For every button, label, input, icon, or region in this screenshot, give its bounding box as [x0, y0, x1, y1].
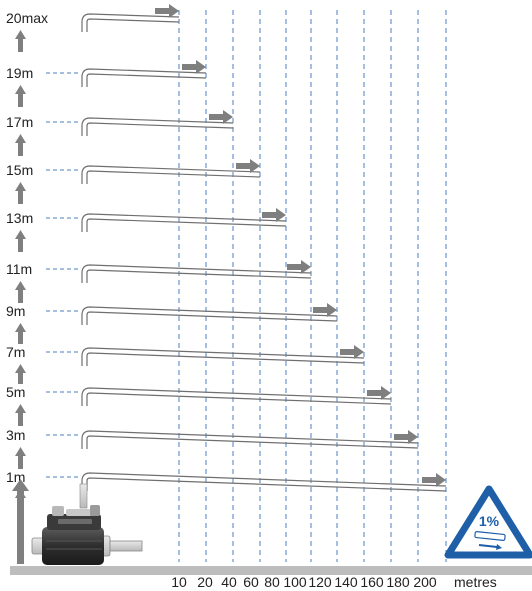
height-label: 13m: [6, 210, 33, 226]
pipe-outline-top: [81, 306, 338, 325]
distance-tick-label: 80: [264, 574, 280, 590]
height-axis-arrow: [12, 479, 29, 564]
height-label: 19m: [6, 65, 33, 81]
pipe-outline-top: [81, 117, 234, 136]
pipe-outline-bottom: [86, 311, 338, 325]
height-step-arrow: [15, 230, 26, 239]
height-step-arrow: [15, 281, 26, 290]
height-step-arrow: [15, 364, 26, 373]
height-row: 19m: [6, 60, 207, 107]
pipe-outline-top: [81, 13, 180, 32]
distance-tick-label: 40: [221, 574, 237, 590]
pipe-outline-bottom: [86, 122, 234, 136]
height-step-arrow-shaft: [18, 39, 23, 52]
height-row: 11m: [6, 260, 312, 303]
distance-unit-label: metres: [454, 574, 497, 590]
pipe-outline-bottom: [86, 73, 207, 87]
distance-tick-label: 180: [386, 574, 410, 590]
distance-grid: [178, 10, 447, 562]
height-step-arrow-shaft: [18, 239, 23, 252]
pipe-outline-top: [81, 213, 287, 232]
height-step-arrow-shaft: [18, 143, 23, 156]
height-label: 7m: [6, 344, 25, 360]
pipe-outline-top: [81, 165, 261, 184]
flow-arrow: [236, 159, 260, 173]
height-row: 17m: [6, 110, 234, 156]
pipe-outline-top: [81, 347, 365, 366]
pipe-outline-top: [81, 68, 207, 87]
pipe-outline-top: [81, 472, 447, 491]
pipe-outline-bottom: [86, 170, 261, 184]
pipe-outline-bottom: [86, 477, 447, 492]
ground-bar: [10, 566, 532, 575]
height-label: 9m: [6, 303, 25, 319]
flow-arrow: [182, 60, 206, 74]
height-row: 13m: [6, 208, 287, 252]
pipe-outline-top: [81, 387, 392, 406]
flow-arrow: [367, 386, 391, 400]
height-row: 5m: [6, 384, 392, 426]
flow-arrow: [422, 473, 446, 487]
pipe-outline-bottom: [86, 218, 287, 232]
flow-arrow: [313, 303, 337, 317]
height-step-arrow: [15, 85, 26, 94]
flow-arrow: [394, 430, 418, 444]
distance-tick-label: 120: [308, 574, 332, 590]
height-row: 7m: [6, 344, 365, 384]
height-label: 3m: [6, 427, 25, 443]
pipe-outline-bottom: [86, 392, 392, 406]
height-label: 5m: [6, 384, 25, 400]
height-step-arrow: [15, 447, 26, 456]
slope-sign-text: 1%: [479, 513, 500, 529]
height-step-arrow-shaft: [18, 290, 23, 303]
height-step-arrow-shaft: [18, 413, 23, 426]
height-step-arrow-shaft: [18, 332, 23, 344]
pipe-outline-top: [81, 264, 312, 283]
height-step-arrow: [15, 323, 26, 332]
height-label: 17m: [6, 114, 33, 130]
height-step-arrow-shaft: [18, 191, 23, 204]
flow-arrow: [287, 260, 311, 274]
distance-tick-label: 10: [171, 574, 187, 590]
distance-tick-label: 20: [197, 574, 213, 590]
distance-tick-label: 160: [360, 574, 384, 590]
height-label: 11m: [6, 261, 32, 277]
distance-tick-label: 200: [413, 574, 437, 590]
pipe-outline-bottom: [86, 435, 419, 449]
height-label: 15m: [6, 162, 33, 178]
pipe-outline-bottom: [86, 18, 180, 32]
height-row: 20max: [6, 4, 180, 52]
height-row: 3m: [6, 427, 419, 469]
height-step-arrow: [15, 134, 26, 143]
distance-tick-label: 140: [334, 574, 358, 590]
pipe-outline-bottom: [86, 269, 312, 283]
distance-tick-label: 100: [283, 574, 307, 590]
height-row: 15m: [6, 159, 261, 204]
macerator-pump-icon: [31, 483, 143, 565]
distance-tick-label: 60: [243, 574, 259, 590]
pipe-outline-bottom: [86, 352, 365, 366]
height-step-arrow: [15, 182, 26, 191]
flow-arrow: [340, 345, 364, 359]
flow-arrow: [155, 4, 179, 18]
warning-triangle-icon: 1%: [444, 485, 532, 559]
height-step-arrow-shaft: [18, 373, 23, 384]
flow-arrow: [262, 208, 286, 222]
height-levels: 20max 19m 17m 15m 13m 11m 9m 7m 5m 3m 1m: [6, 4, 447, 504]
height-row: 1m: [6, 469, 447, 504]
flow-arrow: [209, 110, 233, 124]
height-step-arrow-shaft: [18, 456, 23, 469]
height-step-arrow: [15, 404, 26, 413]
height-label: 20max: [6, 10, 48, 26]
height-step-arrow-shaft: [18, 94, 23, 107]
height-step-arrow: [15, 30, 26, 39]
height-row: 9m: [6, 303, 338, 344]
pipe-outline-top: [81, 430, 419, 449]
